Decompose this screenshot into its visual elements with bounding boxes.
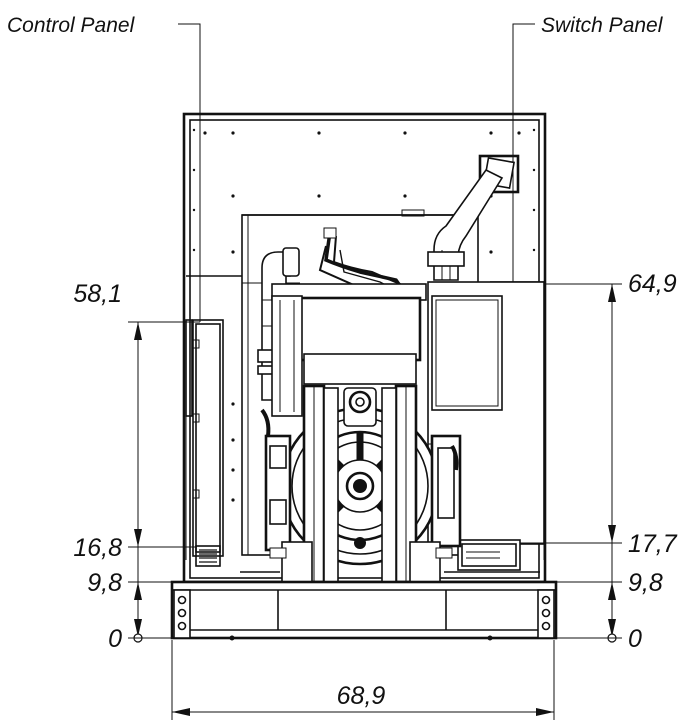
control-panel-box: [192, 319, 224, 567]
right-height-64-9: 64,9: [628, 270, 677, 298]
control-panel-label: Control Panel: [7, 14, 136, 37]
width-dimension-line: [171, 640, 555, 720]
control-panel-leader: [178, 23, 201, 322]
overall-width-68-9: 68,9: [337, 682, 386, 710]
engine-mounts: [240, 541, 540, 583]
right-height-9-8: 9,8: [628, 569, 663, 597]
engine-block: [271, 283, 427, 417]
switch-panel-label: Switch Panel: [541, 14, 664, 37]
left-height-58-1: 58,1: [73, 280, 122, 308]
left-dimension-lines: [128, 321, 200, 643]
left-height-9-8: 9,8: [87, 569, 122, 597]
left-height-16-8: 16,8: [73, 534, 122, 562]
right-zero: 0: [628, 625, 642, 653]
right-height-17-7: 17,7: [628, 530, 678, 558]
exhaust-pipe: [427, 154, 520, 281]
left-zero: 0: [108, 625, 122, 653]
switch-panel-leader: [512, 23, 535, 284]
base-frame: [170, 580, 558, 641]
right-dimension-lines: [520, 283, 622, 643]
frame-rails: [302, 384, 418, 584]
lifting-eye: [343, 387, 377, 427]
